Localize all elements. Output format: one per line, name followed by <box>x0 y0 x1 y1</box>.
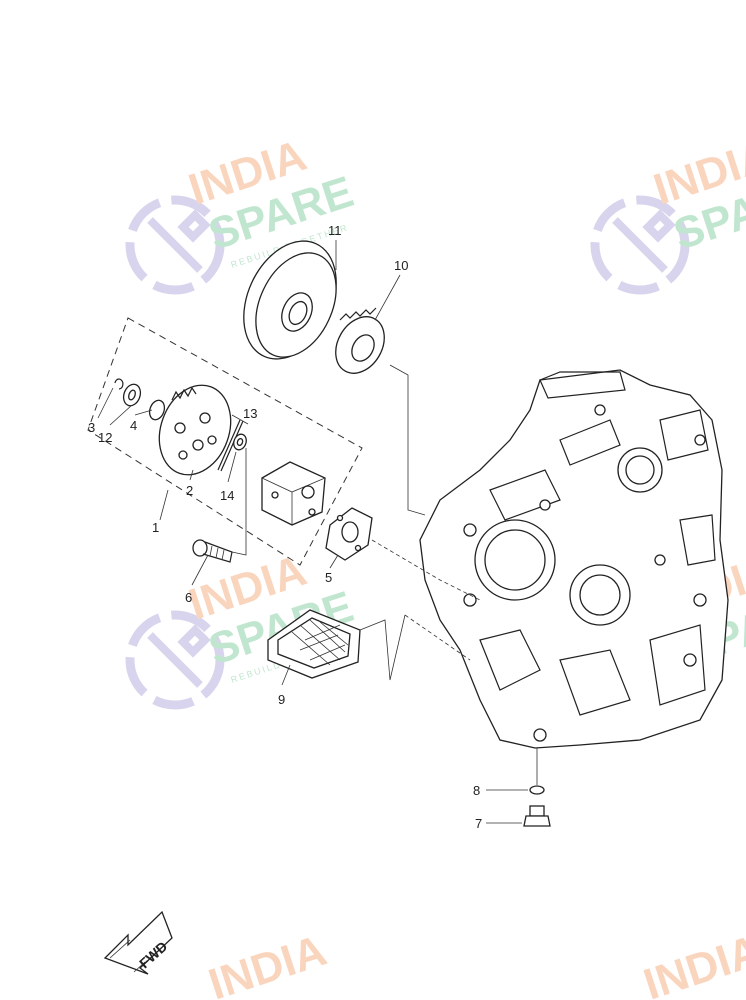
part-12-washer <box>122 383 142 407</box>
callout-13: 13 <box>243 406 257 421</box>
callout-5: 5 <box>325 570 332 585</box>
reference-lines <box>97 240 538 824</box>
part-11-drive-gear <box>243 240 337 360</box>
watermark-emblem-icon <box>125 195 225 295</box>
callout-9: 9 <box>278 692 285 707</box>
part-9-oil-strainer <box>267 609 361 679</box>
part-1-pump-body <box>261 461 326 526</box>
part-5-gasket <box>325 507 373 561</box>
part-10-driven-gear <box>335 307 385 374</box>
part-14-washer <box>233 433 247 451</box>
callout-3: 3 <box>88 420 95 435</box>
part-6-bolt <box>192 539 233 563</box>
callout-6: 6 <box>185 590 192 605</box>
crankcase <box>419 369 729 749</box>
watermark-logo: INDIA SPARE <box>590 131 746 295</box>
watermark-line1: INDIA <box>638 926 746 1000</box>
callout-8: 8 <box>473 783 480 798</box>
assembly-1-outline <box>87 317 363 566</box>
callout-11: 11 <box>328 223 342 238</box>
callout-12: 12 <box>98 430 112 445</box>
part-7-drain-bolt <box>523 805 551 827</box>
callout-10: 10 <box>394 258 408 273</box>
watermark-emblem-icon <box>590 195 690 295</box>
watermark-emblem-icon <box>125 610 225 710</box>
part-2-pump-rotor <box>158 384 232 476</box>
watermark-logo: INDIA INDIA <box>203 926 746 1000</box>
callout-2: 2 <box>186 483 193 498</box>
watermark-line1: INDIA <box>203 926 332 1000</box>
part-8-washer <box>529 785 545 795</box>
part-4-washer <box>148 399 166 421</box>
callout-14: 14 <box>220 488 234 503</box>
part-3-circlip <box>114 378 124 390</box>
fwd-arrow-icon: FWD <box>103 910 173 975</box>
callout-7: 7 <box>475 816 482 831</box>
callout-1: 1 <box>152 520 159 535</box>
callout-4: 4 <box>130 418 137 433</box>
part-13-pin <box>217 419 244 472</box>
